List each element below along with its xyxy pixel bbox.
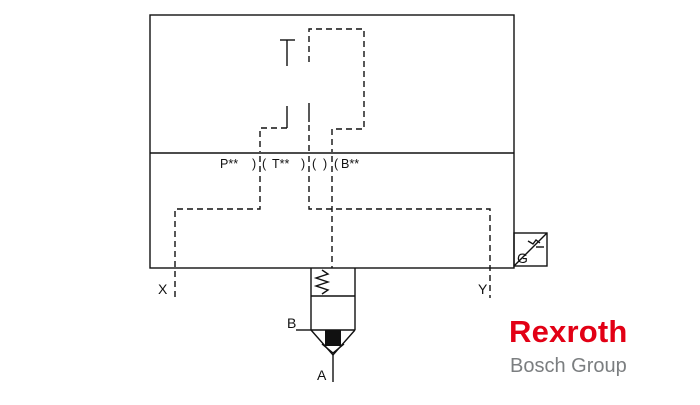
rexroth-logo: Rexroth Bosch Group [509,314,628,377]
position-sensor-icon [513,232,548,267]
port-b-main-label: B [287,315,296,331]
pilot-channels-dashed [174,28,491,298]
cartridge-insert [296,268,356,382]
top-t-symbol [280,39,295,66]
port-separator: ) [301,157,305,171]
logo-group: Bosch Group [510,355,627,377]
port-separator: ( [312,157,317,171]
port-x-label: X [158,281,168,297]
logo-brand: Rexroth [509,314,628,349]
cover-channel-solid [286,103,310,128]
sensor-g-label: G [517,250,528,266]
port-separator: ( [262,157,267,171]
port-b-label: B** [341,157,359,171]
port-separator: ( [334,157,339,171]
channel-y-lower [308,156,491,298]
spring-icon [313,269,331,295]
port-separator: ) [323,157,327,171]
channel-p-upper [259,127,287,152]
port-a-main-label: A [317,367,327,383]
port-separator: ) [252,157,256,171]
channel-x-lower [174,156,261,298]
poppet-icon [325,330,341,346]
port-p-label: P** [220,157,238,171]
seat-inner-chevron [321,343,345,354]
channel-b-upper [308,28,365,152]
port-row-labels: P** ) ( T** ) ( ) ( B** [220,157,359,171]
port-y-label: Y [478,281,488,297]
port-t-label: T** [272,157,290,171]
